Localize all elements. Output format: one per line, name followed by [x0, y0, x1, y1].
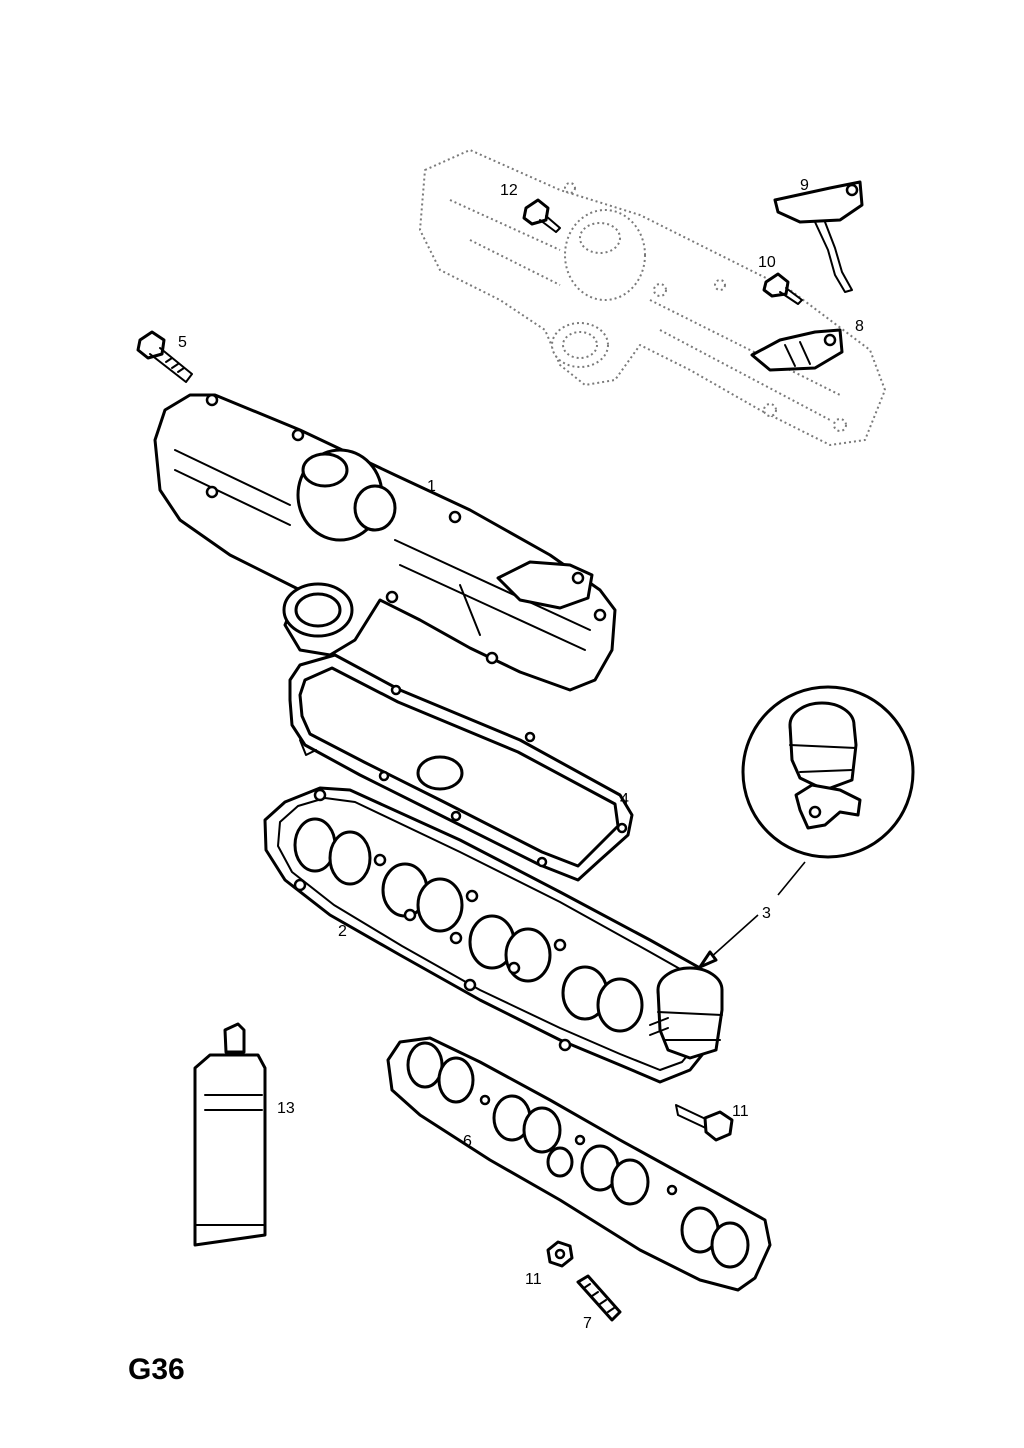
callout-6: 6 — [463, 1133, 472, 1150]
callout-1: 1 — [427, 478, 436, 495]
manifold-1 — [153, 393, 617, 692]
callout-8: 8 — [855, 318, 864, 335]
callout-13: 13 — [277, 1100, 295, 1117]
callout-5: 5 — [178, 334, 187, 351]
callout-11-lower: 11 — [525, 1271, 542, 1288]
callout-12: 12 — [500, 182, 518, 199]
callout-7: 7 — [583, 1315, 592, 1332]
callout-9: 9 — [800, 177, 809, 194]
valve-detail-3 — [741, 685, 915, 859]
stud-7 — [576, 1274, 622, 1322]
callout-4: 4 — [620, 791, 629, 808]
bolt-11-upper — [675, 1104, 734, 1142]
diagram-code: G36 — [128, 1353, 185, 1386]
bolt-10 — [762, 272, 803, 305]
callout-10: 10 — [758, 254, 776, 271]
gasket-6 — [386, 1036, 772, 1292]
callout-3: 3 — [762, 905, 771, 922]
nut-11-lower — [546, 1240, 574, 1268]
leader-3-detail — [777, 861, 806, 896]
manifold-plate-2 — [263, 786, 722, 1084]
bolt-5 — [136, 330, 193, 383]
sealant-tube-13 — [193, 1022, 267, 1247]
callout-2: 2 — [338, 923, 347, 940]
leader-3-arrowhead — [698, 950, 718, 969]
callout-11-upper: 11 — [732, 1103, 749, 1120]
gasket-4 — [288, 653, 634, 882]
bracket-8 — [750, 328, 844, 372]
bolt-12 — [522, 198, 561, 233]
valve-3 — [649, 966, 724, 1060]
bracket-9 — [773, 180, 864, 293]
